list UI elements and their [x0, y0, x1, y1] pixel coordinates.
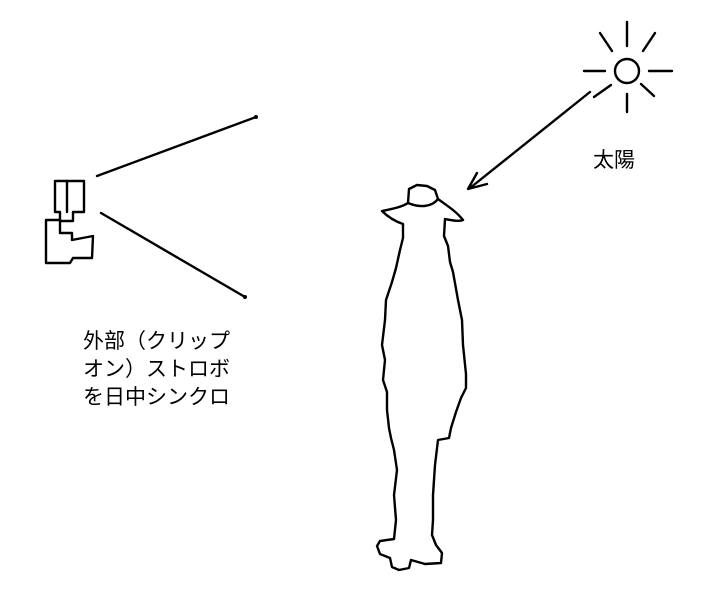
strobe-label-line-2: オン）ストロボ — [83, 357, 230, 381]
sun-icon — [582, 20, 674, 114]
hat-band-line — [406, 197, 440, 208]
sunlight-arrow — [466, 90, 592, 191]
flash-beam-lines — [95, 115, 258, 299]
strobe-label-line-1: 外部（クリップ — [83, 329, 230, 353]
camera-flash-icon — [44, 179, 95, 265]
strobe-label-line-3: を日中シンクロ — [83, 385, 230, 409]
strobe-label: 外部（クリップ オン）ストロボ を日中シンクロ — [83, 327, 230, 411]
sun-label: 太陽 — [593, 148, 635, 172]
person-silhouette-icon — [375, 183, 468, 572]
